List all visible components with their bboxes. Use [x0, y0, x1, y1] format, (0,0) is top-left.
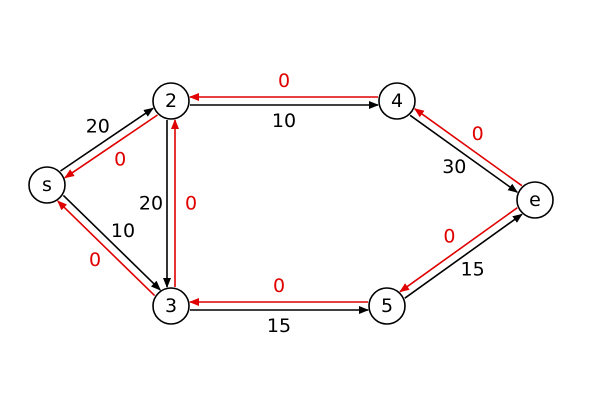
node-5: 5 — [368, 287, 406, 325]
edge-label-4-2: 0 — [278, 70, 290, 92]
edge-residual-e-5 — [399, 207, 518, 293]
edge-label-2-4: 10 — [272, 110, 296, 132]
edge-label-3-5: 15 — [267, 315, 291, 337]
node-label-5: 5 — [381, 295, 393, 317]
node-circle-5 — [368, 287, 406, 325]
edge-label-3-2: 0 — [185, 193, 197, 215]
edge-label-s-3: 10 — [111, 220, 135, 242]
edge-label-3-s: 0 — [89, 249, 101, 271]
edge-forward-5-e — [404, 213, 523, 299]
edge-label-4-e: 30 — [442, 156, 466, 178]
node-label-3: 3 — [165, 295, 177, 317]
edge-label-5-3: 0 — [273, 275, 285, 297]
edges-layer — [57, 93, 523, 314]
node-label-2: 2 — [165, 90, 177, 112]
edge-forward-4-e — [409, 114, 519, 193]
node-e: e — [516, 181, 554, 219]
edge-label-s-2: 20 — [86, 115, 110, 137]
edge-label-2-s: 0 — [114, 149, 126, 171]
node-4: 4 — [378, 82, 416, 120]
edge-residual-3-s — [57, 200, 156, 297]
edge-label-2-3: 20 — [139, 193, 163, 215]
edge-forward-s-3 — [62, 194, 161, 291]
node-circle-2 — [152, 82, 190, 120]
edge-label-e-5: 0 — [443, 226, 455, 248]
nodes-layer: s 2 3 4 5 e — [28, 82, 554, 325]
node-label-s: s — [42, 174, 52, 196]
node-s: s — [28, 166, 66, 204]
edge-label-e-4: 0 — [472, 123, 484, 145]
node-circle-s — [28, 166, 66, 204]
node-circle-e — [516, 181, 554, 219]
edge-residual-e-4 — [413, 108, 523, 187]
node-label-4: 4 — [391, 90, 403, 112]
node-circle-4 — [378, 82, 416, 120]
node-label-e: e — [529, 189, 541, 211]
node-3: 3 — [152, 287, 190, 325]
edge-forward-s-2 — [60, 107, 154, 172]
node-circle-3 — [152, 287, 190, 325]
edge-residual-2-s — [64, 114, 158, 179]
node-2: 2 — [152, 82, 190, 120]
edge-label-5-e: 15 — [461, 258, 485, 280]
